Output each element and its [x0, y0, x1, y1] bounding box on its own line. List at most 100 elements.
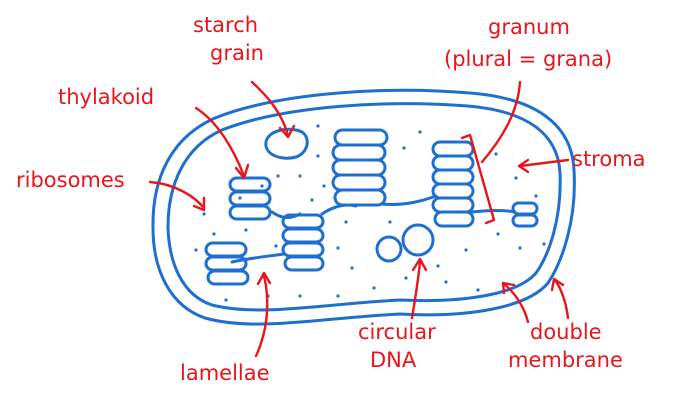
thylakoid: [333, 128, 389, 147]
thylakoid-arrow: [194, 106, 246, 178]
ribosome-dot: [418, 130, 422, 134]
thylakoid: [204, 241, 248, 258]
ribosome-dot: [476, 288, 480, 292]
double-membrane-arrow-2: [553, 278, 570, 320]
label-thylakoid: thylakoid: [58, 85, 154, 109]
thylakoid: [511, 213, 539, 228]
label-starch-line2: grain: [210, 41, 264, 65]
ribosome-dot: [542, 242, 546, 246]
thylakoid: [333, 188, 387, 207]
ribosome-dot: [194, 248, 198, 252]
lamellae-arrowhead: [256, 271, 272, 286]
thylakoid: [511, 201, 539, 216]
lamella: [470, 209, 517, 214]
ribosome-dot: [202, 212, 206, 216]
ribosome-dot: [436, 264, 440, 268]
ribosome-dot: [464, 248, 468, 252]
ribosome-dot: [534, 194, 538, 198]
ribosome-dot: [244, 228, 248, 232]
starch-arrowhead: [278, 124, 296, 139]
ribosome-dot: [494, 152, 498, 156]
ribosome-dot: [276, 174, 280, 178]
thylakoid: [228, 176, 272, 193]
stroma-arrow: [518, 158, 570, 168]
ribosomes-arrowhead: [192, 196, 206, 212]
lamella: [230, 252, 286, 264]
stroma-arrowhead: [517, 158, 530, 174]
ribosomes: [194, 124, 546, 302]
ribosome-dot: [496, 232, 500, 236]
ribosome-dot: [336, 246, 340, 250]
lamellae: [230, 194, 517, 264]
thylakoid-arrowhead: [234, 163, 250, 180]
dna-loop: [375, 235, 403, 263]
ribosomes-arrow: [148, 180, 206, 210]
double-membrane-arrow-1: [502, 282, 530, 324]
ribosome-dot: [372, 286, 376, 290]
double-membrane-arrowhead-1: [501, 281, 516, 295]
outer-membrane: [151, 88, 576, 326]
ribosome-dot: [402, 146, 406, 150]
thylakoid: [331, 173, 387, 192]
label-granum-line2: (plural = grana): [444, 47, 612, 71]
label-stroma: stroma: [572, 147, 646, 171]
label-double-membrane-line2: membrane: [508, 348, 623, 372]
ribosome-dot: [298, 174, 302, 178]
dna-loop: [401, 223, 435, 257]
thylakoid-stack-top-centre: [331, 128, 389, 207]
ribosome-dot: [322, 184, 326, 188]
thylakoid: [228, 190, 272, 207]
thylakoid-stack-lower-left: [204, 241, 250, 286]
thylakoid-stack-right: [511, 201, 539, 228]
ribosome-dot: [444, 280, 448, 284]
ribosome-dot: [336, 294, 340, 298]
thylakoid-stack-left: [228, 176, 272, 221]
label-lamellae: lamellae: [180, 361, 270, 385]
circular-dna-arrowhead: [411, 257, 428, 272]
ribosome-dot: [316, 154, 320, 158]
granum-bracket: [460, 133, 496, 225]
ribosome-dot: [212, 232, 216, 236]
granum-arrow: [480, 80, 522, 164]
ribosome-dot: [310, 198, 314, 202]
double-membrane: [151, 88, 576, 326]
label-ribosomes: ribosomes: [16, 168, 125, 192]
ribosome-dot: [350, 266, 354, 270]
thylakoid: [431, 140, 475, 158]
label-circular-dna-line1: circular: [358, 320, 436, 344]
thylakoid: [433, 210, 475, 228]
thylakoid: [228, 204, 272, 221]
starch-arrow: [250, 80, 290, 138]
label-granum-line1: granum: [488, 15, 570, 39]
double-membrane-arrowhead-2: [550, 277, 565, 292]
ribosome-dot: [514, 176, 518, 180]
lamella: [380, 194, 438, 206]
ribosome-dot: [298, 294, 302, 298]
ribosome-dot: [260, 184, 264, 188]
ribosome-dot: [224, 298, 228, 302]
thylakoid: [331, 143, 387, 162]
ribosome-dot: [238, 196, 242, 200]
starch-grain: [264, 127, 309, 160]
thylakoid: [431, 182, 475, 200]
thylakoid-stack-centre: [281, 213, 325, 272]
circular-dna-arrow: [410, 260, 422, 320]
lamellae-arrow: [254, 274, 269, 358]
thylakoid: [283, 255, 325, 272]
thylakoid: [331, 158, 387, 177]
ribosome-dot: [518, 246, 522, 250]
thylakoid: [431, 196, 475, 214]
thylakoid: [431, 154, 475, 172]
label-circular-dna-line2: DNA: [370, 348, 417, 372]
ribosome-dot: [388, 220, 392, 224]
label-double-membrane-line1: double: [530, 320, 602, 344]
thylakoid: [206, 269, 250, 286]
label-starch-line1: starch: [193, 13, 258, 37]
label-arrows: [148, 80, 570, 358]
thylakoid: [281, 227, 325, 244]
ribosome-dot: [404, 276, 408, 280]
thylakoid: [281, 241, 325, 258]
circular-dna: [375, 223, 435, 263]
ribosome-dot: [316, 124, 320, 128]
